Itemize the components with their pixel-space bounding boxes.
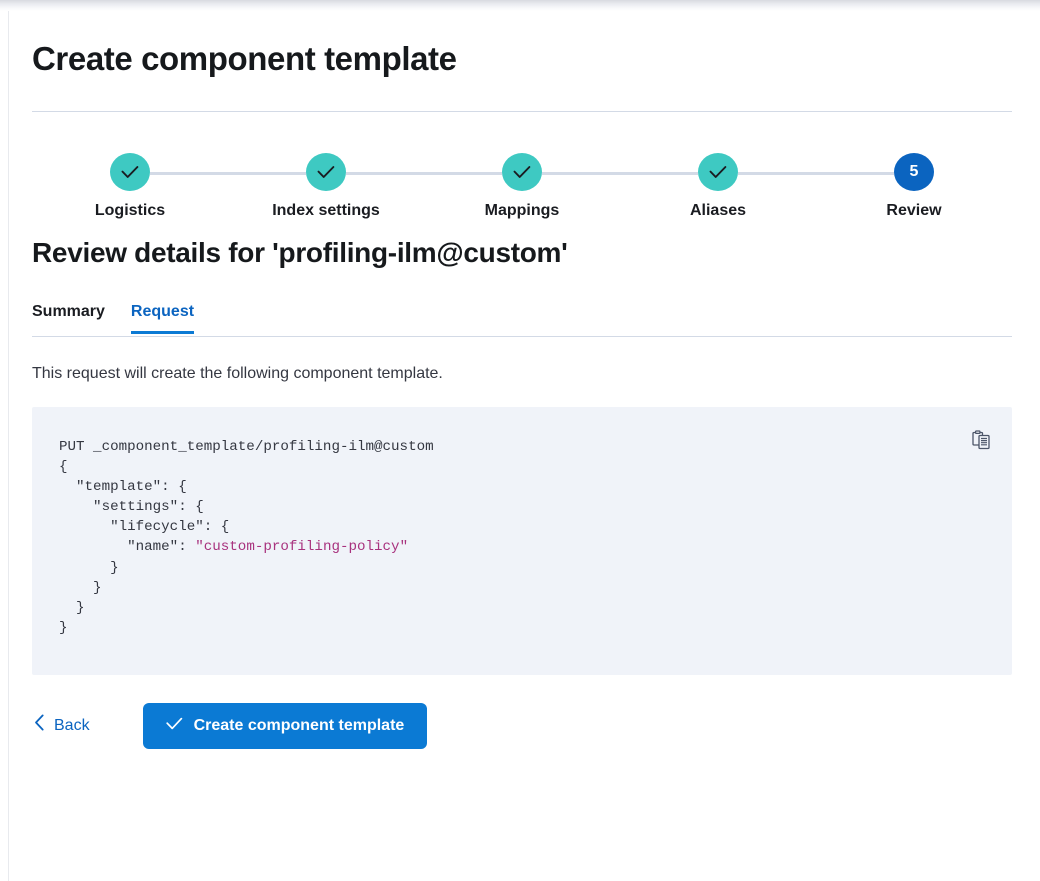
step-circle — [698, 153, 738, 191]
tab-request[interactable]: Request — [130, 301, 195, 334]
step-circle — [110, 153, 150, 191]
step-logistics[interactable]: Logistics — [32, 153, 228, 222]
code-string-value: "custom-profiling-policy" — [195, 539, 409, 556]
top-scroll-shadow — [0, 0, 1040, 11]
check-icon — [121, 166, 139, 178]
step-aliases[interactable]: Aliases — [620, 153, 816, 222]
tab-summary[interactable]: Summary — [32, 301, 105, 334]
create-component-template-label: Create component template — [193, 717, 405, 734]
chevron-left-icon — [34, 714, 45, 738]
back-button-label: Back — [54, 717, 90, 734]
step-label: Index settings — [272, 202, 380, 219]
tab-label: Summary — [32, 303, 105, 320]
request-code-text: PUT _component_template/profiling-ilm@cu… — [59, 439, 434, 636]
tab-bar: Summary Request — [32, 301, 1012, 337]
step-mappings[interactable]: Mappings — [424, 153, 620, 222]
wizard-actions: Back Create component template — [32, 703, 1012, 749]
check-icon — [709, 166, 727, 178]
copy-clipboard-icon-glyph — [971, 430, 990, 450]
tab-label: Request — [130, 303, 195, 320]
step-label: Review — [886, 202, 942, 219]
check-icon — [317, 166, 335, 178]
copy-clipboard-icon[interactable] — [967, 426, 995, 454]
step-connector — [150, 172, 306, 175]
check-icon — [165, 715, 183, 737]
step-connector — [346, 172, 502, 175]
page-left-edge — [8, 11, 9, 881]
section-heading: Review details for 'profiling-ilm@custom… — [32, 237, 568, 268]
header-divider — [32, 111, 1012, 112]
step-circle — [306, 153, 346, 191]
step-connector — [542, 172, 698, 175]
back-button[interactable]: Back — [32, 708, 92, 744]
request-description: This request will create the following c… — [32, 365, 443, 382]
step-label: Mappings — [484, 202, 560, 219]
step-label: Aliases — [689, 202, 747, 219]
step-index-settings[interactable]: Index settings — [228, 153, 424, 222]
step-number: 5 — [909, 163, 919, 180]
step-circle: 5 — [894, 153, 934, 191]
page-container: Create component template Logistics Index… — [9, 11, 1040, 881]
page-title: Create component template — [32, 40, 457, 77]
step-label: Logistics — [94, 202, 166, 219]
create-component-template-button[interactable]: Create component template — [142, 703, 428, 749]
check-icon — [513, 166, 531, 178]
request-code-block: PUT _component_template/profiling-ilm@cu… — [32, 407, 1012, 675]
step-circle — [502, 153, 542, 191]
step-connector — [738, 172, 894, 175]
